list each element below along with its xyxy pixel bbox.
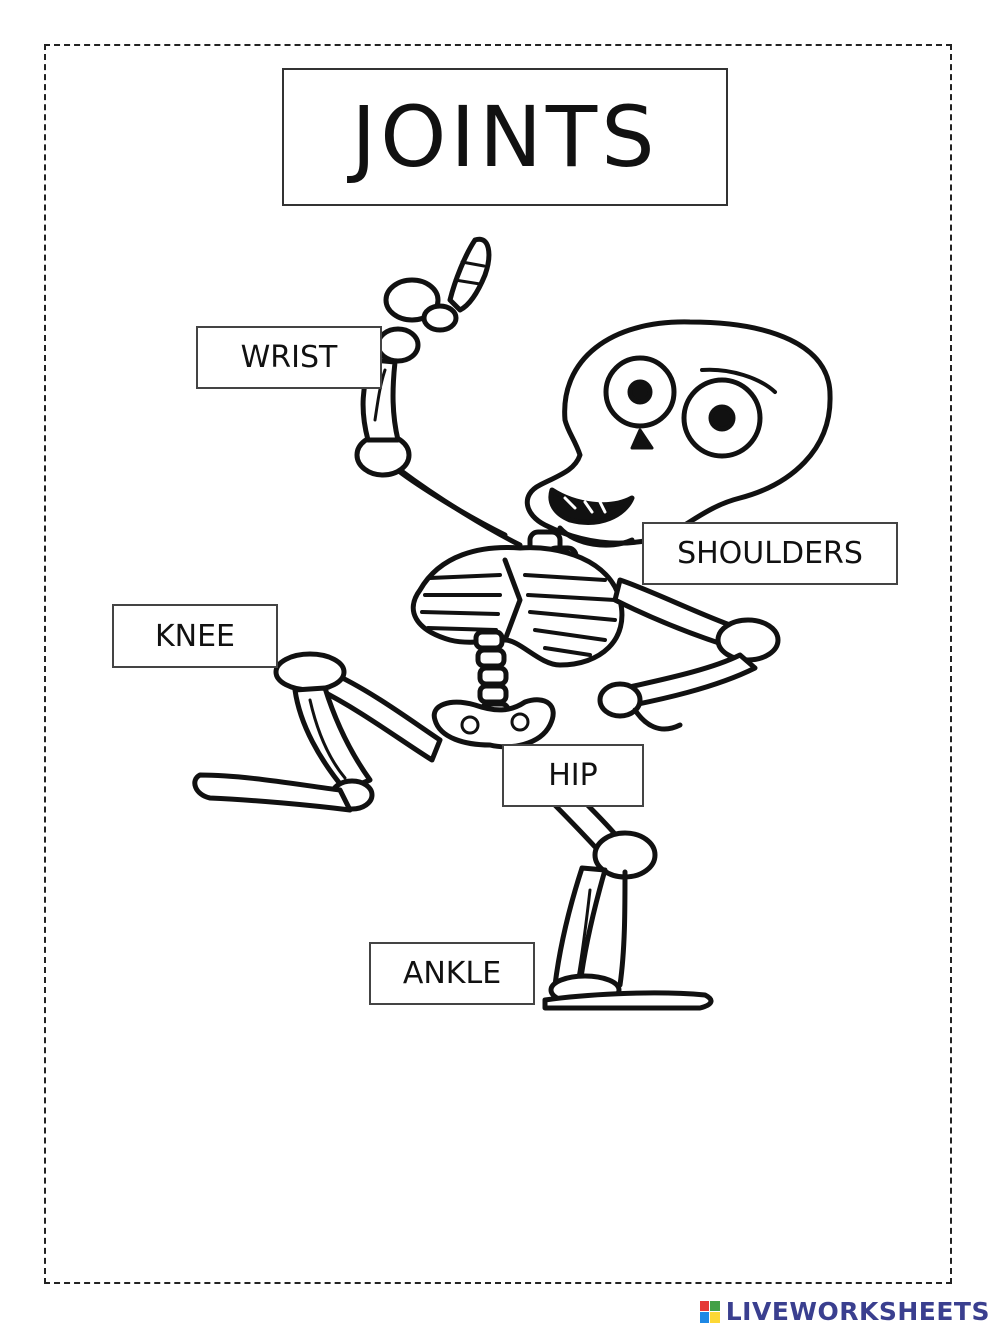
raised-arm [354, 236, 523, 548]
label-wrist[interactable]: WRIST [196, 326, 382, 389]
logo-text: LIVEWORKSHEETS [725, 1297, 990, 1326]
worksheet-title: JOINTS [351, 88, 659, 186]
label-ankle[interactable]: ANKLE [369, 942, 535, 1005]
label-shoulders[interactable]: SHOULDERS [642, 522, 898, 585]
title-box: JOINTS [282, 68, 728, 206]
skull [524, 319, 833, 548]
logo-badge-square [699, 1312, 710, 1323]
liveworksheets-logo[interactable]: LIVEWORKSHEETS [699, 1297, 990, 1326]
arm-on-hip [597, 577, 781, 732]
logo-badge-icon [699, 1300, 720, 1323]
logo-badge-square [710, 1300, 720, 1311]
logo-badge-square [710, 1312, 720, 1323]
spine [473, 629, 511, 723]
worksheet-border [44, 44, 952, 1284]
raised-leg [192, 651, 443, 813]
pelvis [431, 697, 556, 750]
ribcage [410, 545, 625, 668]
label-knee[interactable]: KNEE [112, 604, 278, 668]
logo-badge-square [699, 1300, 710, 1311]
label-hip[interactable]: HIP [502, 744, 644, 807]
